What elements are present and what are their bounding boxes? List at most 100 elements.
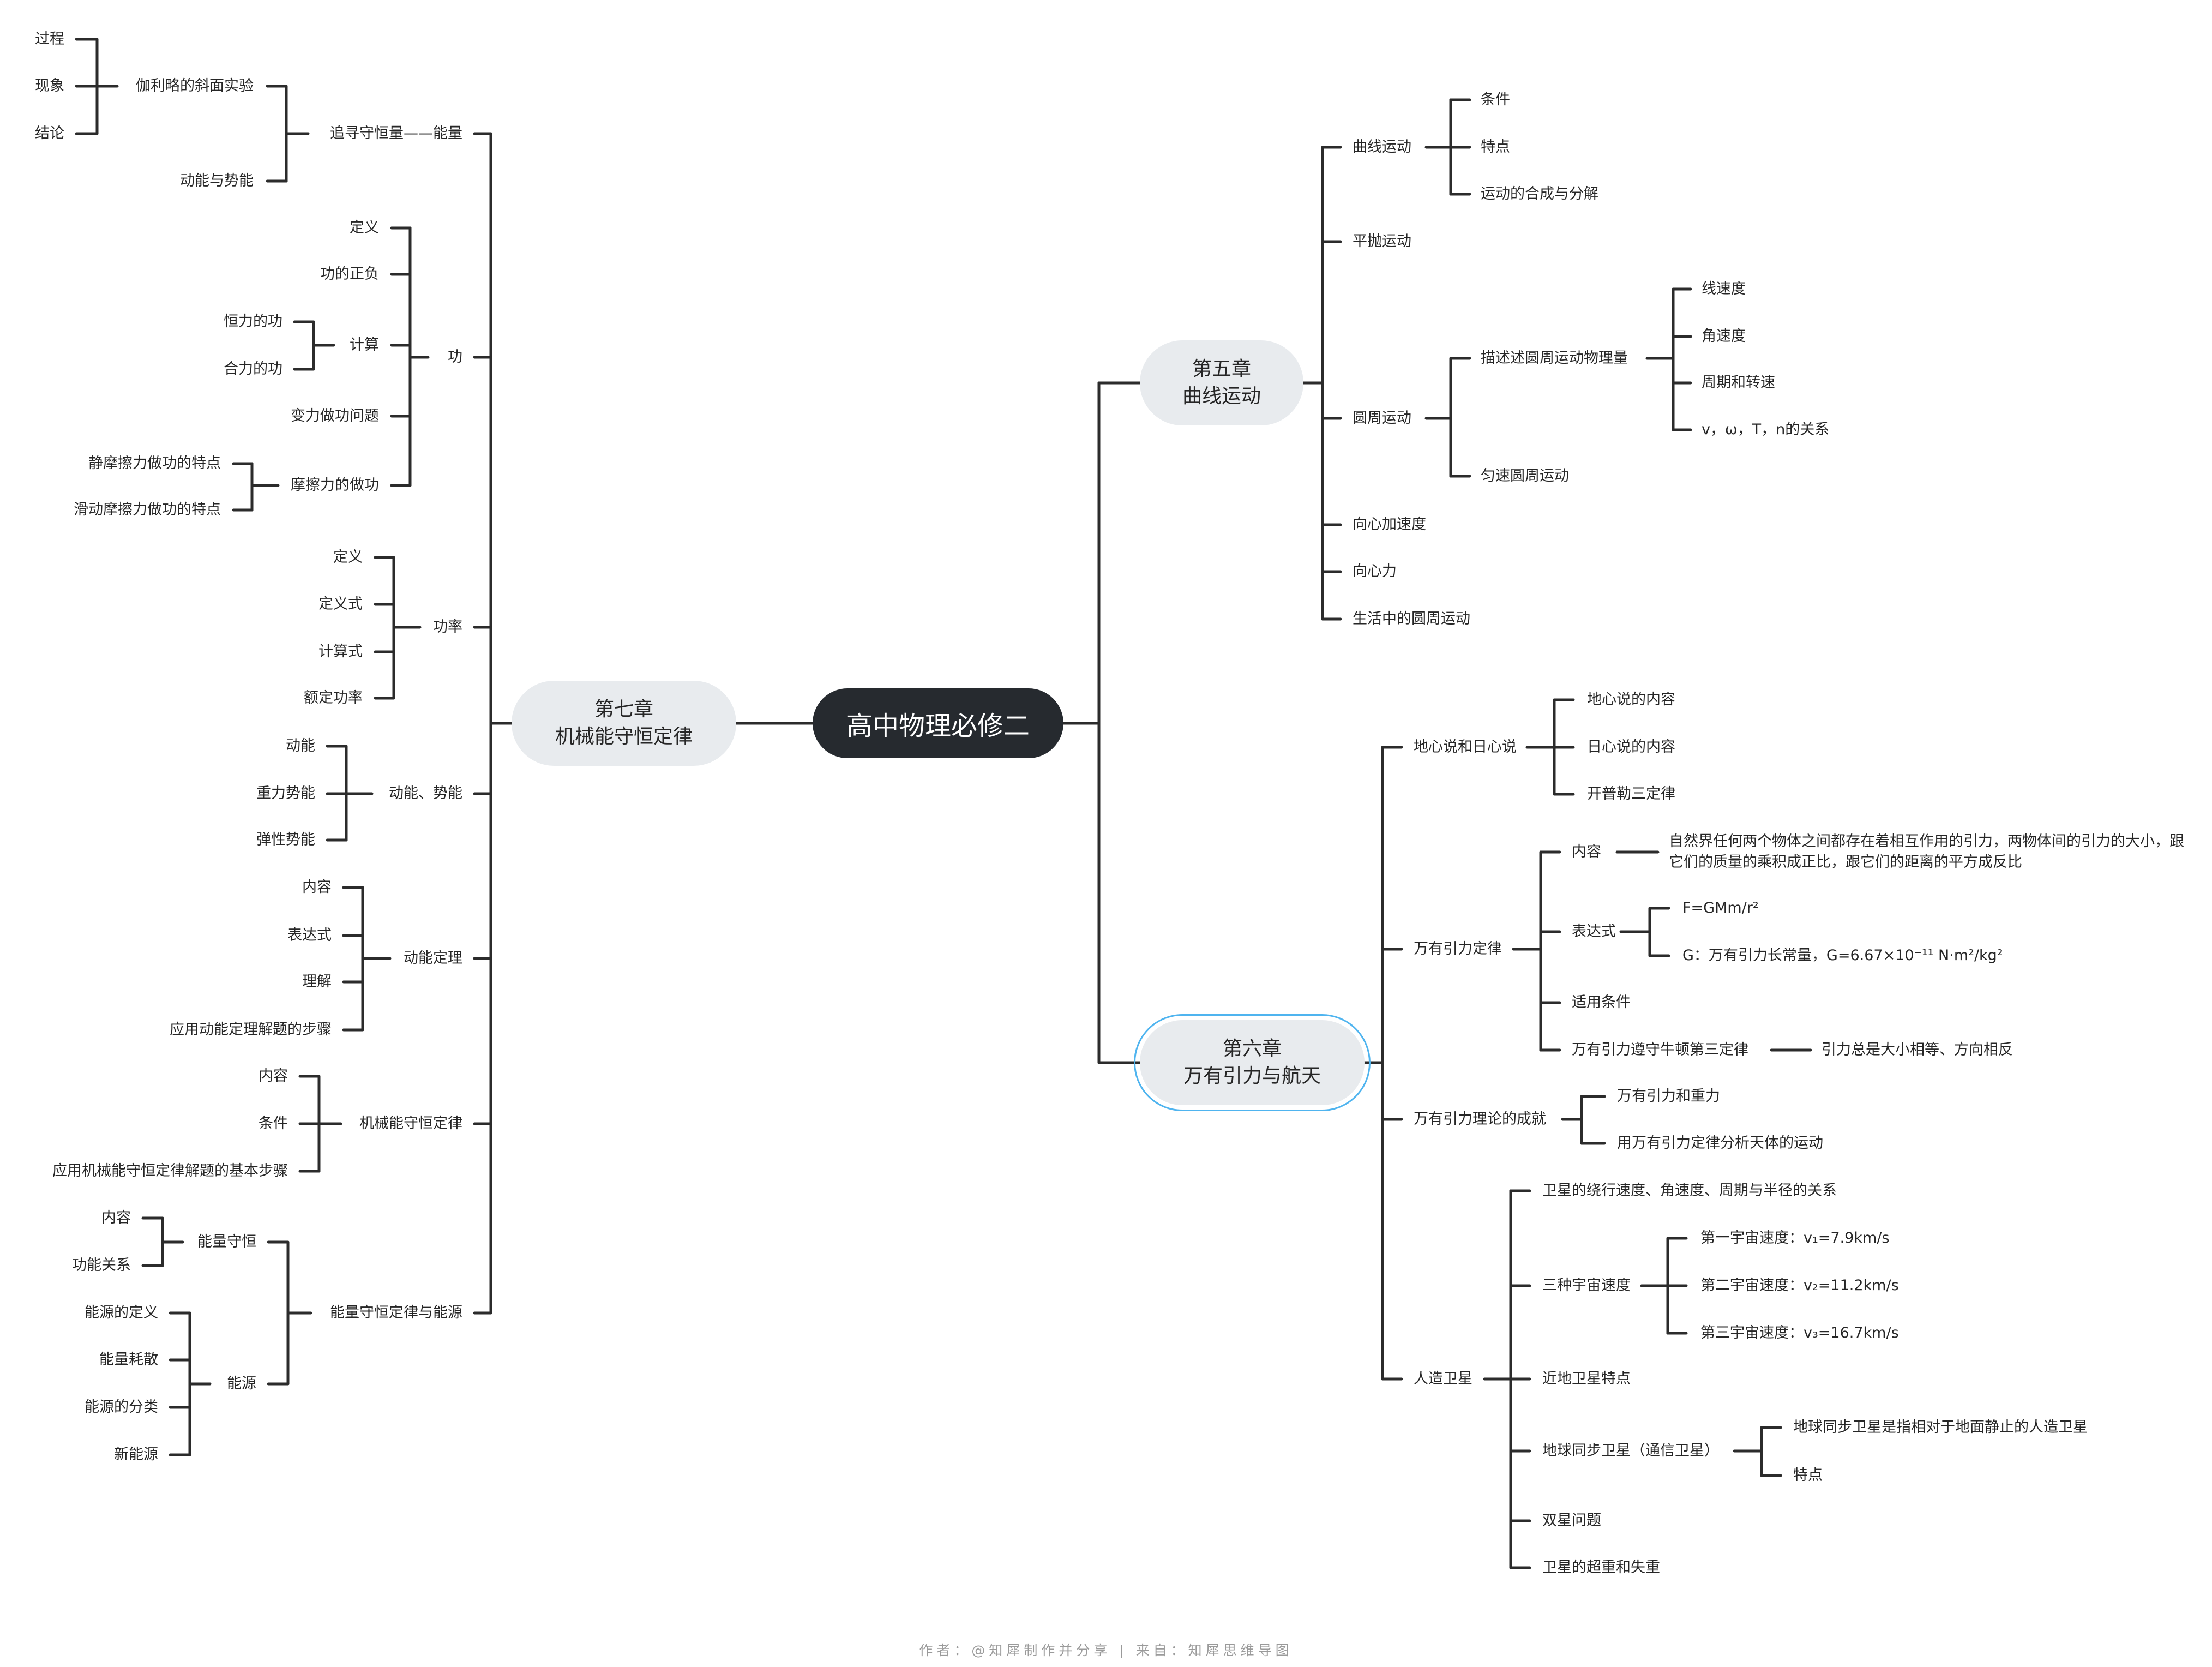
chapter-6-number: 第六章: [1222, 1038, 1282, 1060]
ch7-item-work-energy-theorem[interactable]: 动能定理: [404, 950, 462, 967]
ch7-item-work[interactable]: 功: [448, 349, 462, 365]
ch7-source-classification[interactable]: 能源的分类: [85, 1399, 158, 1416]
ch7-source-new-energy[interactable]: 新能源: [114, 1446, 158, 1463]
ch5-curve-condition[interactable]: 条件: [1481, 91, 1510, 108]
ch6-law-conditions[interactable]: 适用条件: [1572, 994, 1631, 1011]
ch7-item-kinetic-potential[interactable]: 动能、势能: [389, 785, 462, 802]
ch6-law-newton-third[interactable]: 万有引力遵守牛顿第三定律: [1572, 1041, 1748, 1058]
ch7-conservation-content[interactable]: 内容: [101, 1209, 131, 1226]
ch5-item-projectile-motion[interactable]: 平抛运动: [1353, 233, 1411, 250]
ch7-theorem-steps[interactable]: 应用动能定理解题的步骤: [170, 1021, 332, 1038]
ch7-static-friction-work[interactable]: 静摩擦力做功的特点: [88, 455, 221, 472]
chapter-5-number: 第五章: [1192, 358, 1251, 380]
ch7-energy-kinetic-energy[interactable]: 动能: [286, 737, 315, 754]
ch7-power-definition[interactable]: 定义: [333, 549, 363, 566]
ch5-quantity-period-rpm[interactable]: 周期和转速: [1702, 374, 1775, 391]
footer-credit: 作者：@知犀制作并分享 | 来自：知犀思维导图: [919, 1642, 1293, 1658]
ch6-formula[interactable]: F=GMm/r²: [1682, 900, 1759, 916]
ch6-third-law-statement[interactable]: 引力总是大小相等、方向相反: [1822, 1041, 2013, 1058]
root-label: 高中物理必修二: [846, 711, 1030, 741]
ch7-work-sign[interactable]: 功的正负: [320, 266, 379, 283]
ch6-law-expression[interactable]: 表达式: [1572, 923, 1616, 940]
ch6-sat-cosmic-velocities[interactable]: 三种宇宙速度: [1542, 1277, 1631, 1294]
ch7-galileo-conclusion[interactable]: 结论: [35, 125, 64, 142]
ch5-quantity-relation[interactable]: v，ω，T，n的关系: [1702, 421, 1830, 438]
ch6-law-statement[interactable]: 自然界任何两个物体之间都存在着相互作用的引力，两物体间的引力的大小，跟它们的质量…: [1669, 833, 2184, 871]
ch7-theorem-content[interactable]: 内容: [302, 879, 332, 896]
ch6-theory-heliocentric[interactable]: 日心说的内容: [1587, 739, 1675, 755]
ch5-item-circular-motion[interactable]: 圆周运动: [1353, 410, 1411, 427]
ch5-circular-quantities[interactable]: 描述述圆周运动物理量: [1481, 350, 1628, 367]
ch7-theorem-expression[interactable]: 表达式: [287, 927, 332, 944]
ch6-theory-geocentric[interactable]: 地心说的内容: [1587, 691, 1675, 708]
ch6-constant-g[interactable]: G：万有引力长常量，G=6.67×10⁻¹¹ N·m²/kg²: [1682, 947, 2003, 964]
chapter-5-node[interactable]: 第五章 曲线运动: [1140, 340, 1303, 425]
ch7-mechanical-content[interactable]: 内容: [259, 1068, 288, 1084]
ch7-source-definition[interactable]: 能源的定义: [85, 1304, 158, 1321]
ch6-theory-kepler[interactable]: 开普勒三定律: [1587, 785, 1675, 802]
ch7-work-friction[interactable]: 摩擦力的做功: [291, 477, 379, 494]
ch6-law-content[interactable]: 内容: [1572, 843, 1601, 860]
ch6-item-satellites[interactable]: 人造卫星: [1414, 1370, 1472, 1387]
ch7-power-rated-power[interactable]: 额定功率: [304, 689, 363, 706]
ch7-work-calculation[interactable]: 计算: [350, 337, 379, 353]
chapter-6-title: 万有引力与航天: [1183, 1065, 1321, 1087]
ch7-galileo-phenomenon[interactable]: 现象: [35, 77, 64, 94]
ch6-cosmic-second[interactable]: 第二宇宙速度：v₂=11.2km/s: [1700, 1277, 1899, 1294]
ch7-galileo-experiment[interactable]: 伽利略的斜面实验: [136, 77, 254, 94]
ch6-item-geo-helio[interactable]: 地心说和日心说: [1414, 739, 1517, 755]
ch5-quantity-angular-velocity[interactable]: 角速度: [1702, 328, 1746, 345]
ch7-item-energy-conservation-quest[interactable]: 追寻守恒量——能量: [330, 125, 462, 142]
ch7-energy-sources[interactable]: 能源: [227, 1375, 256, 1392]
ch7-kinetic-and-potential[interactable]: 动能与势能: [180, 172, 254, 189]
ch5-curve-feature[interactable]: 特点: [1481, 139, 1510, 155]
ch7-constant-force-work[interactable]: 恒力的功: [224, 313, 282, 330]
ch6-item-achievements[interactable]: 万有引力理论的成就: [1414, 1111, 1546, 1128]
ch7-energy-gravitational-pe[interactable]: 重力势能: [256, 785, 315, 802]
ch7-energy-elastic-pe[interactable]: 弹性势能: [256, 831, 315, 848]
root-node[interactable]: 高中物理必修二: [813, 688, 1063, 758]
ch6-celestial-motion[interactable]: 用万有引力定律分析天体的运动: [1617, 1135, 1823, 1152]
ch6-sat-geosync[interactable]: 地球同步卫星（通信卫星）: [1542, 1442, 1719, 1459]
ch6-sat-near-earth[interactable]: 近地卫星特点: [1542, 1370, 1631, 1387]
ch5-uniform-circular[interactable]: 匀速圆周运动: [1481, 467, 1569, 484]
ch6-sat-weightlessness[interactable]: 卫星的超重和失重: [1542, 1559, 1660, 1576]
ch6-gravity-weight[interactable]: 万有引力和重力: [1617, 1088, 1720, 1105]
ch7-source-dissipation[interactable]: 能量耗散: [99, 1351, 158, 1368]
ch6-geosync-definition[interactable]: 地球同步卫星是指相对于地面静止的人造卫星: [1793, 1419, 2088, 1436]
ch7-galileo-process[interactable]: 过程: [35, 31, 64, 47]
ch7-power-defining-formula[interactable]: 定义式: [318, 596, 363, 613]
ch6-geosync-feature[interactable]: 特点: [1793, 1467, 1823, 1484]
chapter-6-node[interactable]: 第六章 万有引力与航天: [1134, 1014, 1371, 1111]
ch7-work-definition[interactable]: 定义: [350, 219, 379, 236]
ch5-item-circular-motion-in-life[interactable]: 生活中的圆周运动: [1353, 610, 1470, 627]
ch6-sat-binary-star[interactable]: 双星问题: [1542, 1512, 1601, 1529]
ch5-item-centripetal-force[interactable]: 向心力: [1353, 563, 1397, 580]
ch7-mechanical-condition[interactable]: 条件: [259, 1115, 288, 1132]
ch7-item-energy-and-sources[interactable]: 能量守恒定律与能源: [330, 1304, 462, 1321]
ch7-power-calc-formula[interactable]: 计算式: [318, 643, 363, 660]
chapter-7-number: 第七章: [594, 698, 653, 721]
ch5-item-curve-motion[interactable]: 曲线运动: [1353, 139, 1411, 155]
ch7-theorem-understanding[interactable]: 理解: [302, 973, 332, 990]
ch7-work-variable-force[interactable]: 变力做功问题: [291, 407, 379, 424]
ch5-quantity-linear-velocity[interactable]: 线速度: [1702, 280, 1746, 297]
ch6-cosmic-third[interactable]: 第三宇宙速度：v₃=16.7km/s: [1700, 1324, 1899, 1341]
chapter-7-node[interactable]: 第七章 机械能守恒定律: [512, 681, 736, 766]
ch7-item-mechanical-energy[interactable]: 机械能守恒定律: [359, 1115, 462, 1132]
ch7-net-force-work[interactable]: 合力的功: [224, 361, 282, 377]
ch7-energy-conservation[interactable]: 能量守恒: [197, 1233, 256, 1250]
ch5-item-centripetal-acceleration[interactable]: 向心加速度: [1353, 516, 1426, 533]
chapter-7-title: 机械能守恒定律: [555, 725, 693, 748]
ch7-work-energy-relation[interactable]: 功能关系: [72, 1257, 131, 1274]
ch7-mechanical-steps[interactable]: 应用机械能守恒定律解题的基本步骤: [52, 1162, 288, 1179]
ch6-cosmic-first[interactable]: 第一宇宙速度：v₁=7.9km/s: [1700, 1230, 1890, 1246]
ch6-item-gravitation-law[interactable]: 万有引力定律: [1414, 940, 1502, 957]
ch5-curve-composition[interactable]: 运动的合成与分解: [1481, 185, 1598, 202]
chapter-5-title: 曲线运动: [1182, 385, 1261, 407]
ch7-sliding-friction-work[interactable]: 滑动摩擦力做功的特点: [74, 501, 221, 518]
ch7-item-power[interactable]: 功率: [433, 619, 462, 635]
ch6-sat-orbit-relations[interactable]: 卫星的绕行速度、角速度、周期与半径的关系: [1542, 1182, 1837, 1199]
